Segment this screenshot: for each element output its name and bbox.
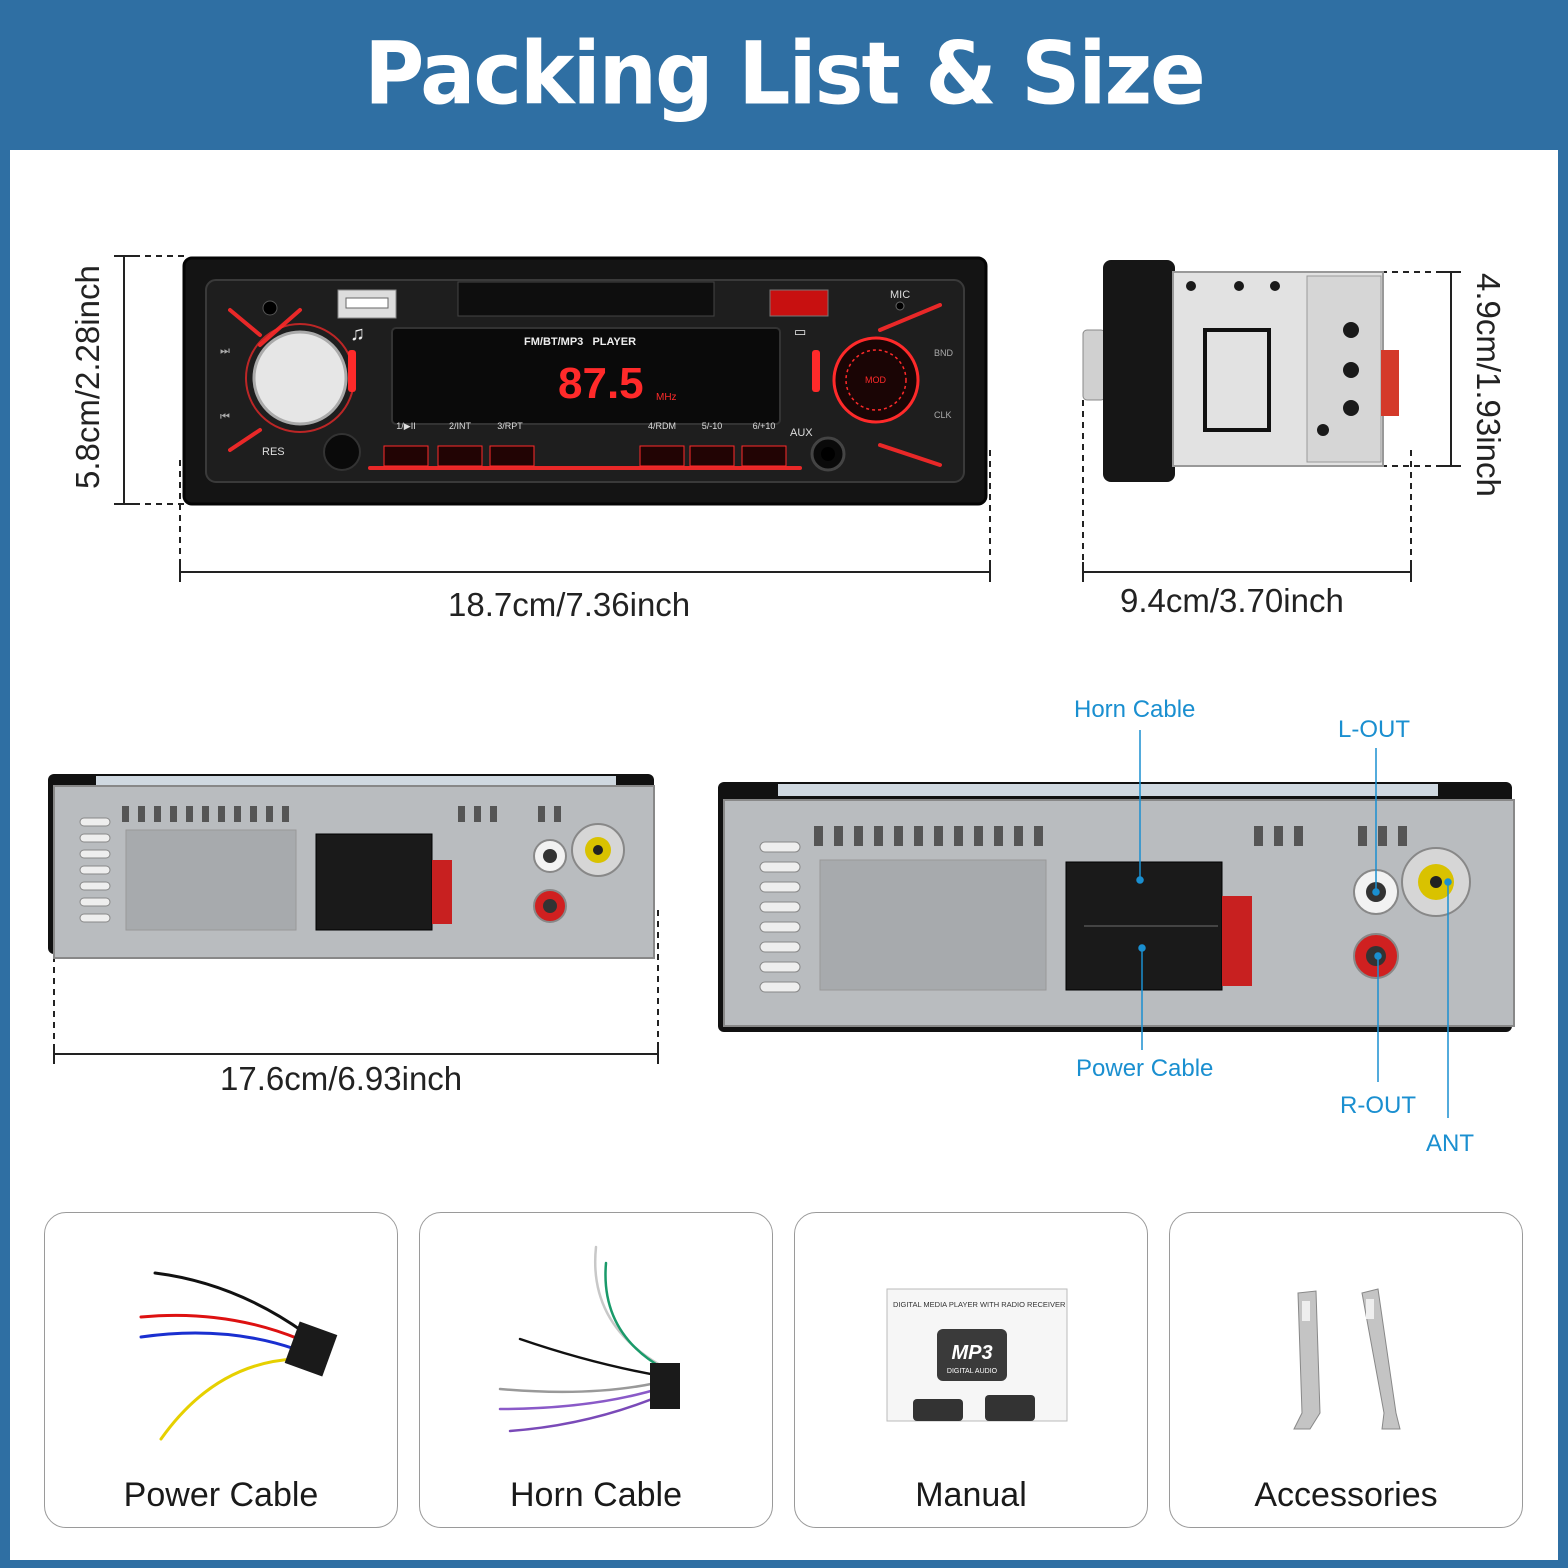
preset-buttons: 1/▶II 2/INT 3/RPT 4/RDM 5/-10 6/+10 [383,421,787,467]
horn-cable-callout: Horn Cable [1074,696,1196,723]
removal-keys-icon [1293,1288,1401,1430]
svg-text:1/▶II: 1/▶II [396,421,415,431]
radio-side-view [1082,260,1461,582]
svg-text:3/RPT: 3/RPT [497,421,523,431]
frequency-readout: 87.5 [558,359,644,408]
mic-label: MIC [890,289,910,301]
iso-connector-small [315,833,433,931]
preset-button-1[interactable]: 1/▶II [383,421,429,467]
bnd-label: BND [934,348,954,358]
res-label: RES [262,446,285,458]
back-width-dimension-line [53,890,659,1064]
preset-button-4[interactable]: 4/RDM [639,421,685,467]
power-cable-callout: Power Cable [1076,1055,1214,1082]
clk-label: CLK [934,410,952,420]
height-dimension-line [114,255,186,505]
svg-text:6/+10: 6/+10 [753,421,776,431]
front-width-label: 18.7cm/7.36inch [448,586,691,623]
mod-label: MOD [865,375,886,385]
battery-icon: ▭ [794,324,806,339]
reset-button[interactable] [323,433,361,471]
display-title: FM/BT/MP3 PLAYER [524,336,636,348]
back-width-label: 17.6cm/6.93inch [220,1060,463,1097]
preset-button-3[interactable]: 3/RPT [489,421,535,467]
r-out-callout: R-OUT [1340,1092,1416,1119]
ant-callout: ANT [1426,1130,1474,1157]
frequency-unit: MHz [656,392,677,403]
usb-charge-port[interactable] [769,289,829,317]
packing-item-accessories: Accessories [1169,1212,1523,1528]
side-depth-label: 9.4cm/3.70inch [1120,582,1344,619]
side-faceplate [1103,260,1175,482]
svg-text:4/RDM: 4/RDM [648,421,676,431]
music-note-icon: ♫ [350,323,365,345]
svg-text:5/-10: 5/-10 [702,421,723,431]
manual-label: Manual [915,1476,1027,1514]
width-dimension-line [179,450,991,582]
svg-text:2/INT: 2/INT [449,421,472,431]
packing-item-manual: DIGITAL MEDIA PLAYER WITH RADIO RECEIVER… [794,1212,1148,1528]
preset-button-6[interactable]: 6/+10 [741,421,787,467]
side-knob [1082,329,1106,401]
radio-back-view-small [48,774,659,1064]
horn-cable-icon [498,1245,680,1433]
page-title: Packing List & Size [364,24,1206,124]
radio-front-view: RES ⏮ ⏭ ♫ ▭ MIC FM/BT/MP3 PLAYER 87.5 MH… [114,255,991,582]
packing-item-power-cable: Power Cable [44,1212,398,1528]
front-height-label: 5.8cm/2.28inch [69,265,106,489]
manual-logo: MP3 [951,1342,992,1364]
header-banner: Packing List & Size [0,0,1568,148]
packing-item-horn-cable: Horn Cable [419,1212,773,1528]
prev-track-icon: ⏮ [220,411,230,423]
side-height-dimension-line [1381,271,1461,467]
next-track-icon: ⏭ [220,345,230,357]
volume-knob[interactable] [252,330,348,426]
ir-sensor-icon [262,300,278,316]
power-cable-label: Power Cable [123,1476,319,1514]
side-height-label: 4.9cm/1.93inch [1470,273,1507,497]
radio-back-view-large [718,730,1515,1118]
lcd-display [391,327,781,425]
accessories-label: Accessories [1254,1476,1438,1514]
aux-label: AUX [790,427,813,439]
preset-button-5[interactable]: 5/-10 [689,421,735,467]
side-depth-dimension-line [1082,400,1412,582]
manual-icon: DIGITAL MEDIA PLAYER WITH RADIO RECEIVER… [886,1288,1068,1422]
l-out-callout: L-OUT [1338,716,1410,743]
manual-header-text: DIGITAL MEDIA PLAYER WITH RADIO RECEIVER [893,1300,1066,1309]
mic-icon [895,301,905,311]
power-cable-icon [139,1271,338,1441]
horn-cable-label: Horn Cable [510,1476,682,1514]
manual-logo-sub: DIGITAL AUDIO [947,1368,998,1375]
preset-button-2[interactable]: 2/INT [437,421,483,467]
